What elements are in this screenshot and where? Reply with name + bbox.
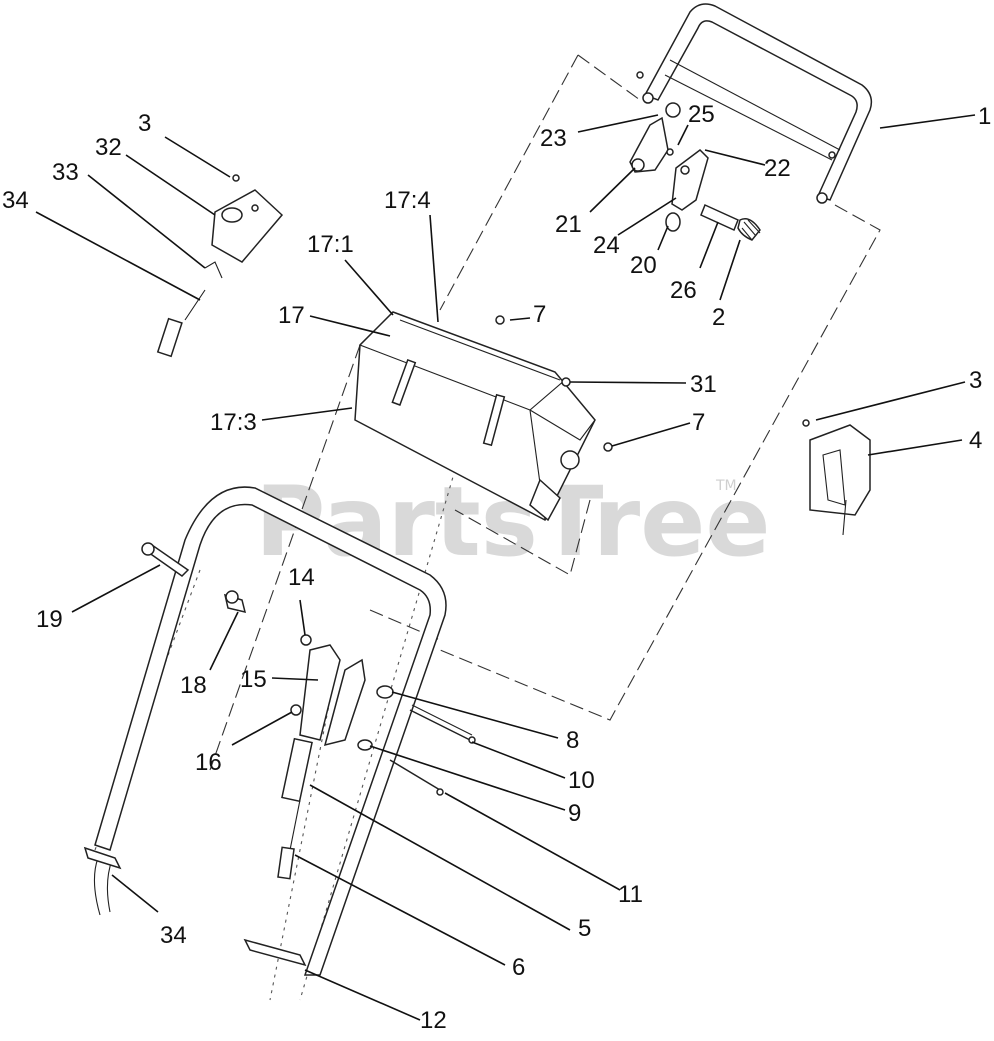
callout-34-bottom: 34 xyxy=(160,922,187,949)
callout-21: 21 xyxy=(555,211,582,238)
callout-17-4: 17:4 xyxy=(384,187,431,214)
watermark-trademark: TM xyxy=(715,478,737,494)
callout-3-left: 3 xyxy=(138,110,151,137)
callout-24: 24 xyxy=(593,232,620,259)
callout-14: 14 xyxy=(288,564,315,591)
callout-26: 26 xyxy=(670,277,697,304)
callout-22: 22 xyxy=(764,155,791,182)
callout-17: 17 xyxy=(278,302,305,329)
callout-7-top: 7 xyxy=(533,301,546,328)
part-pivot-bracket xyxy=(243,634,476,967)
callout-10: 10 xyxy=(568,767,595,794)
callout-12: 12 xyxy=(420,1007,447,1034)
callout-25: 25 xyxy=(688,101,715,128)
callout-34-top: 34 xyxy=(2,187,29,214)
part-left-bracket xyxy=(156,174,284,358)
callout-3-right: 3 xyxy=(969,367,982,394)
callout-33: 33 xyxy=(52,159,79,186)
callout-2: 2 xyxy=(712,304,725,331)
part-latch-assembly xyxy=(629,102,761,241)
callout-17-1: 17:1 xyxy=(307,231,354,258)
part-control-box xyxy=(354,311,613,522)
part-bolt-and-spacer xyxy=(141,542,247,614)
callout-20: 20 xyxy=(630,252,657,279)
callout-9: 9 xyxy=(568,800,581,827)
callout-19: 19 xyxy=(36,606,63,633)
callout-4: 4 xyxy=(969,427,982,454)
part-lower-handle xyxy=(83,486,447,976)
callout-15: 15 xyxy=(240,666,267,693)
callout-labels: 1 2 3 3 4 5 6 7 7 8 9 10 11 12 14 15 16 … xyxy=(2,101,991,1034)
callout-1: 1 xyxy=(978,103,991,130)
callout-17-3: 17:3 xyxy=(210,409,257,436)
part-right-bracket xyxy=(802,419,871,536)
callout-11: 11 xyxy=(618,881,643,908)
callout-5: 5 xyxy=(578,915,591,942)
callout-18: 18 xyxy=(180,672,207,699)
callout-31: 31 xyxy=(690,371,717,398)
callout-16: 16 xyxy=(195,749,222,776)
callout-23: 23 xyxy=(540,125,567,152)
part-upper-handle xyxy=(636,3,873,204)
callout-32: 32 xyxy=(95,134,122,161)
callout-6: 6 xyxy=(512,954,525,981)
callout-8: 8 xyxy=(566,727,579,754)
callout-7-right: 7 xyxy=(692,409,705,436)
leader-lines xyxy=(35,114,976,1021)
